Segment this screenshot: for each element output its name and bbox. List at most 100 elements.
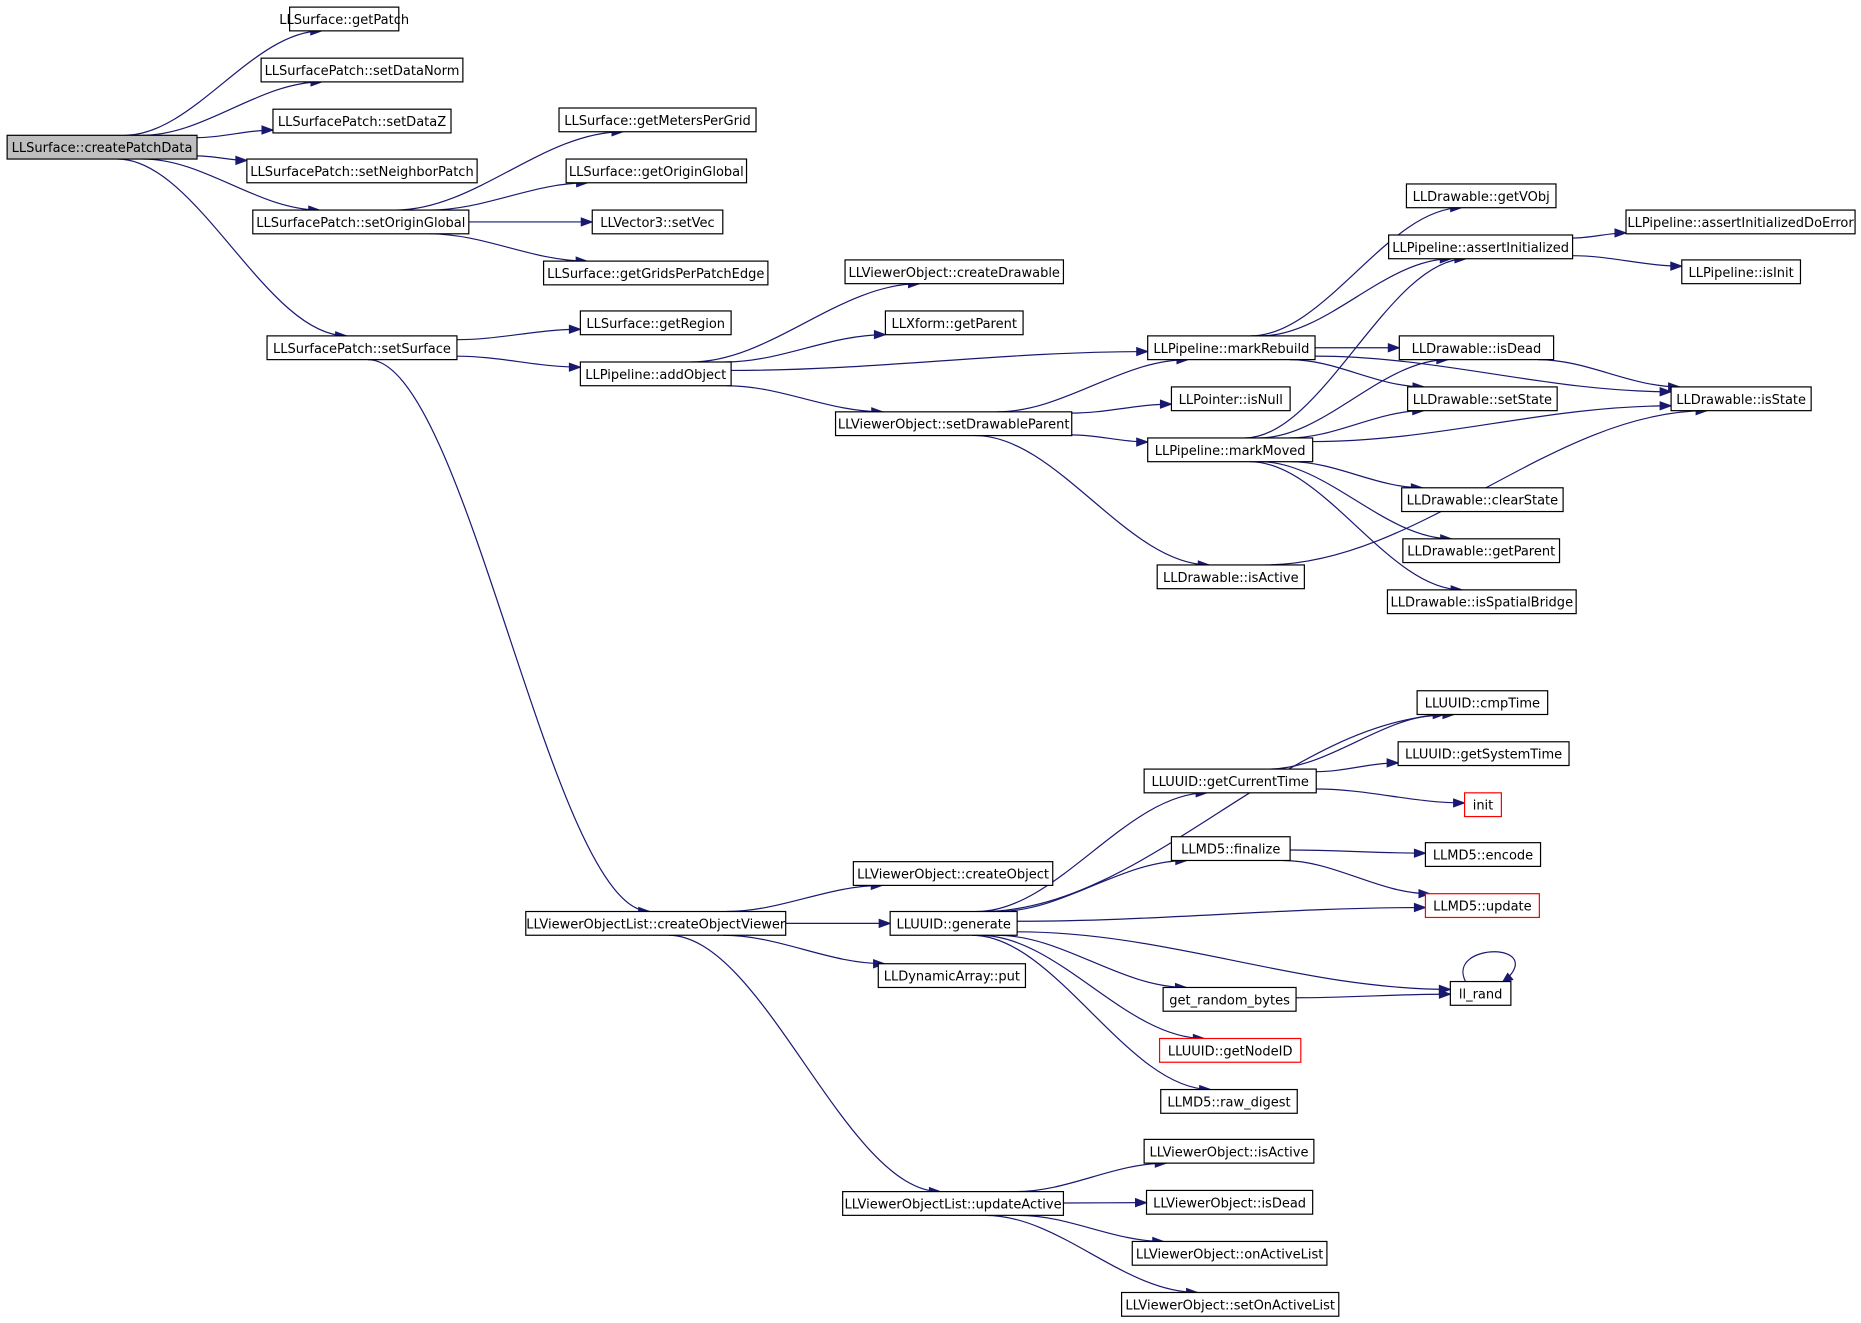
node-setOnActiveList[interactable]: LLViewerObject::setOnActiveList xyxy=(1120,1291,1340,1317)
edge-line xyxy=(1572,255,1682,267)
edge-line xyxy=(690,283,920,363)
node-isDeadViewer[interactable]: LLViewerObject::isDead xyxy=(1145,1189,1314,1215)
node-label: LLDrawable::getParent xyxy=(1407,545,1555,560)
edge-arrowhead xyxy=(878,918,892,929)
node-isState[interactable]: LLDrawable::isState xyxy=(1670,386,1812,412)
edge-createPatchData-to-setDataZ xyxy=(197,125,275,139)
node-box xyxy=(1388,234,1574,260)
edge-line xyxy=(124,30,322,136)
node-box xyxy=(1625,209,1856,235)
node-box xyxy=(1463,792,1502,818)
edge-arrowhead xyxy=(1413,848,1427,858)
node-isInit[interactable]: LLPipeline::isInit xyxy=(1681,259,1802,285)
edge-createObjectViewer-to-generate xyxy=(785,918,892,929)
node-clearState[interactable]: LLDrawable::clearState xyxy=(1401,487,1564,513)
edge-line xyxy=(1315,355,1672,393)
node-getParentXform[interactable]: LLXform::getParent xyxy=(884,310,1024,336)
edge-line xyxy=(1249,461,1463,591)
node-cmpTime[interactable]: LLUUID::cmpTime xyxy=(1416,690,1549,716)
edge-finalize-to-update xyxy=(1283,859,1432,899)
node-assertInitialized[interactable]: LLPipeline::assertInitialized xyxy=(1388,234,1574,260)
node-getGridsPerPatchEdge[interactable]: LLSurface::getGridsPerPatchEdge xyxy=(542,260,769,286)
node-setNeighborPatch[interactable]: LLSurfacePatch::setNeighborPatch xyxy=(246,158,478,184)
edge-createObjectViewer-to-put xyxy=(723,934,887,969)
node-label: LLMD5::update xyxy=(1433,900,1532,915)
node-getRegion[interactable]: LLSurface::getRegion xyxy=(579,310,732,336)
node-raw_digest[interactable]: LLMD5::raw_digest xyxy=(1160,1088,1298,1114)
node-createPatchData[interactable]: LLSurface::createPatchData xyxy=(6,134,198,160)
node-setVec[interactable]: LLVector3::setVec xyxy=(591,209,724,235)
node-onActiveList[interactable]: LLViewerObject::onActiveList xyxy=(1131,1240,1328,1266)
node-markMoved[interactable]: LLPipeline::markMoved xyxy=(1147,437,1314,463)
node-setDataNorm[interactable]: LLSurfacePatch::setDataNorm xyxy=(260,57,464,83)
node-getPatch[interactable]: LLSurface::getPatch xyxy=(279,6,409,32)
edge-setOriginGlobal-to-getGridsPerPatchEdge xyxy=(429,233,589,266)
node-label: LLSurface::getPatch xyxy=(279,13,409,28)
node-updateActive[interactable]: LLViewerObjectList::updateActive xyxy=(842,1191,1065,1216)
node-label: LLSurfacePatch::setNeighborPatch xyxy=(250,165,473,180)
node-getParentDrawable[interactable]: LLDrawable::getParent xyxy=(1402,538,1561,564)
edge-line xyxy=(368,359,650,913)
node-getCurrentTime[interactable]: LLUUID::getCurrentTime xyxy=(1143,768,1317,794)
node-getMetersPerGrid[interactable]: LLSurface::getMetersPerGrid xyxy=(558,107,757,133)
node-box xyxy=(1145,1189,1314,1215)
node-markRebuild[interactable]: LLPipeline::markRebuild xyxy=(1147,335,1316,361)
node-getNodeID[interactable]: LLUUID::getNodeID xyxy=(1158,1037,1302,1063)
node-addObject[interactable]: LLPipeline::addObject xyxy=(579,361,732,387)
node-box xyxy=(246,158,478,184)
edge-setDrawableParent-to-isNull xyxy=(1071,399,1173,414)
edge-line xyxy=(997,859,1187,913)
node-generate[interactable]: LLUUID::generate xyxy=(889,910,1018,936)
edge-updateActive-to-isActiveViewer xyxy=(1015,1158,1168,1193)
edge-line xyxy=(1071,403,1172,414)
node-get_random_bytes[interactable]: get_random_bytes xyxy=(1162,986,1297,1012)
edge-arrowhead xyxy=(1386,758,1400,768)
node-isSpatialBridge[interactable]: LLDrawable::isSpatialBridge xyxy=(1386,589,1577,615)
node-label: LLDrawable::isSpatialBridge xyxy=(1391,596,1574,611)
edge-line xyxy=(1017,931,1451,990)
node-encode[interactable]: LLMD5::encode xyxy=(1424,842,1542,868)
node-put[interactable]: LLDynamicArray::put xyxy=(877,963,1027,989)
node-finalize[interactable]: LLMD5::finalize xyxy=(1170,836,1291,862)
node-isDeadDrawable[interactable]: LLDrawable::isDead xyxy=(1398,335,1555,361)
node-setOriginGlobal[interactable]: LLSurfacePatch::setOriginGlobal xyxy=(252,209,470,235)
edge-markRebuild-to-assertInitialized xyxy=(1260,254,1453,337)
edge-line xyxy=(1312,405,1672,443)
node-getVObj[interactable]: LLDrawable::getVObj xyxy=(1405,183,1557,209)
edge-markRebuild-to-isDeadDrawable xyxy=(1315,343,1401,353)
node-createObjectViewer[interactable]: LLViewerObjectList::createObjectViewer xyxy=(525,910,787,936)
node-label: LLUUID::generate xyxy=(896,917,1010,932)
node-setDrawableParent[interactable]: LLViewerObject::setDrawableParent xyxy=(834,411,1073,437)
edge-createPatchData-to-setNeighborPatch xyxy=(197,155,249,166)
node-box xyxy=(1147,437,1314,463)
node-box xyxy=(1143,768,1317,794)
node-isNull[interactable]: LLPointer::isNull xyxy=(1170,386,1291,412)
node-update[interactable]: LLMD5::update xyxy=(1424,893,1540,919)
node-init[interactable]: init xyxy=(1463,792,1502,818)
edge-arrowhead xyxy=(1453,798,1467,808)
node-getOriginGlobal[interactable]: LLSurface::getOriginGlobal xyxy=(565,158,748,184)
node-createObject[interactable]: LLViewerObject::createObject xyxy=(852,861,1054,886)
node-label: LLDrawable::isActive xyxy=(1163,571,1299,586)
edge-setSurface-to-createObjectViewer xyxy=(368,359,652,917)
node-ll_rand[interactable]: ll_rand xyxy=(1449,980,1512,1006)
edge-generate-to-ll_rand xyxy=(1017,931,1452,995)
node-getSystemTime[interactable]: LLUUID::getSystemTime xyxy=(1397,741,1570,767)
node-isActiveDrawable[interactable]: LLDrawable::isActive xyxy=(1156,564,1305,590)
edge-line xyxy=(1290,849,1426,854)
node-setState[interactable]: LLDrawable::setState xyxy=(1407,386,1558,412)
edge-arrowhead xyxy=(1438,989,1452,999)
node-label: LLMD5::finalize xyxy=(1181,843,1280,858)
edge-line xyxy=(979,934,1205,1040)
node-setSurface[interactable]: LLSurfacePatch::setSurface xyxy=(266,335,458,361)
node-label: LLSurfacePatch::setDataZ xyxy=(278,115,446,130)
edge-markMoved-to-setState xyxy=(1288,405,1426,439)
edge-generate-to-update xyxy=(1017,902,1427,922)
node-box xyxy=(1156,564,1305,590)
node-createDrawable[interactable]: LLViewerObject::createDrawable xyxy=(844,259,1065,285)
node-label: LLDynamicArray::put xyxy=(884,970,1020,985)
node-isActiveViewer[interactable]: LLViewerObject::isActive xyxy=(1143,1138,1315,1164)
node-box xyxy=(852,861,1054,886)
node-assertInitializedDoError[interactable]: LLPipeline::assertInitializedDoError xyxy=(1625,209,1856,235)
node-setDataZ[interactable]: LLSurfacePatch::setDataZ xyxy=(272,108,452,134)
